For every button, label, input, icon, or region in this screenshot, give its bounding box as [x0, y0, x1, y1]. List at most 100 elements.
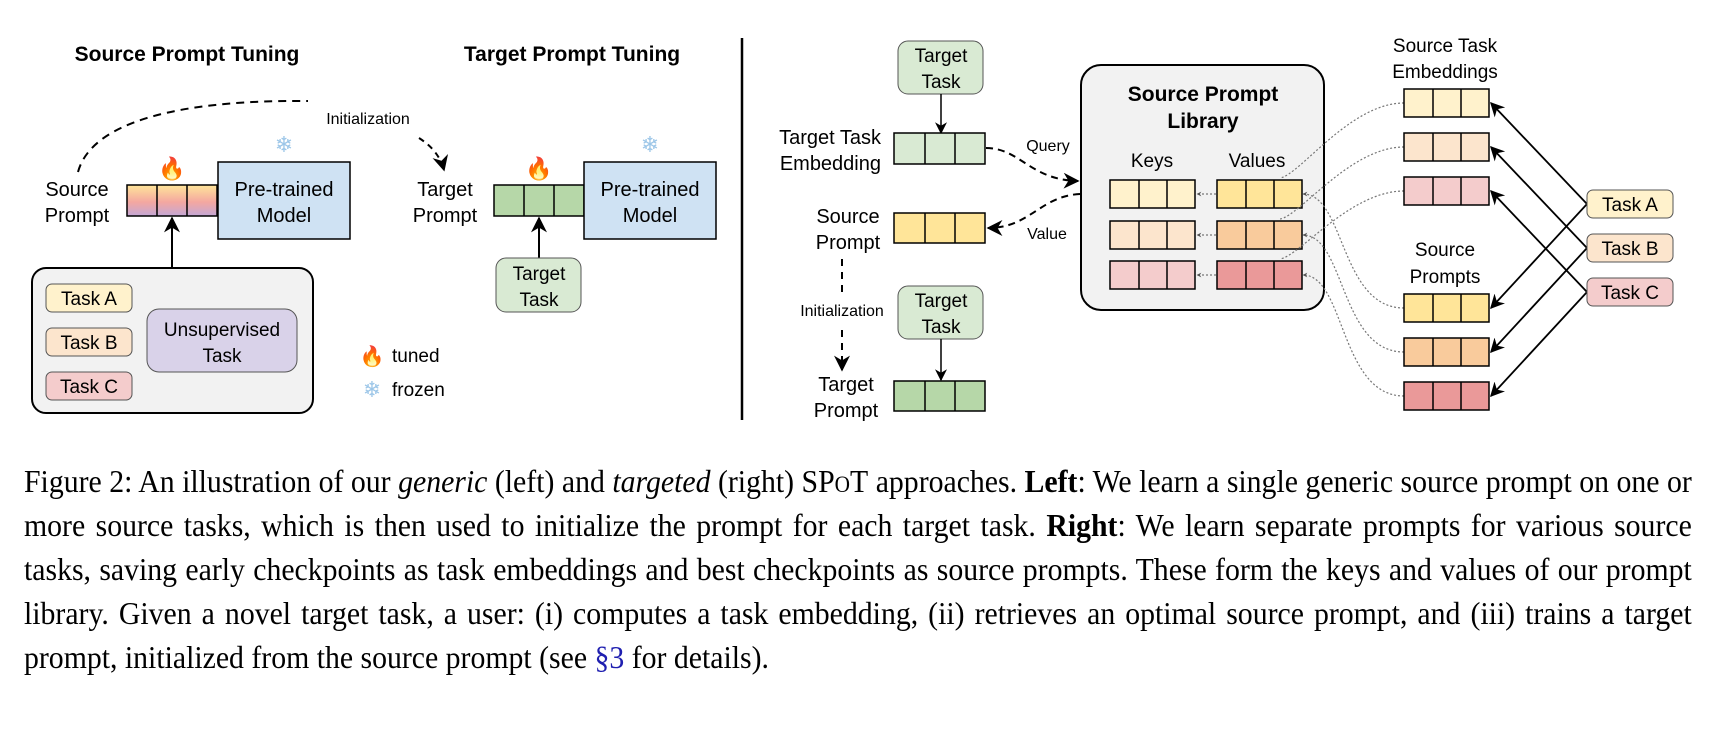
library-key-a	[1109, 179, 1196, 209]
right-target-prompt-vector	[893, 380, 986, 412]
embedding-to-key-connector-b	[1279, 146, 1405, 220]
source-prompts-label-2: Prompts	[1410, 267, 1481, 288]
source-task-embedding-c	[1403, 176, 1490, 206]
caption-left-text: : We learn a single generic source promp…	[24, 463, 1692, 543]
caption-mid1: (left) and	[487, 463, 613, 499]
source-task-embedding-b	[1403, 132, 1490, 162]
right-target-task-bottom: Target Task	[897, 285, 984, 340]
unsupervised-task-chip: Unsupervised Task	[146, 308, 298, 373]
target-pretrained-model-label-2: Model	[623, 205, 677, 227]
embedding-to-key-connector-a	[1279, 102, 1405, 179]
caption-right-text: : We learn separate prompts for various …	[24, 507, 1692, 675]
source-task-embedding-a	[1403, 88, 1490, 118]
source-prompt-tuning-title: Source Prompt Tuning	[75, 43, 300, 66]
right-source-prompt-label-1: Source	[816, 206, 879, 228]
task-c-chip: Task C	[45, 371, 133, 401]
value-label: Value	[1027, 226, 1067, 243]
target-prompt-label-2: Prompt	[413, 205, 478, 227]
right-task-a-chip: Task A	[1586, 189, 1674, 219]
target-pretrained-model-box	[583, 161, 717, 240]
caption-targeted: targeted	[612, 463, 711, 499]
right-target-prompt-label-1: Target	[818, 374, 874, 396]
right-initialization-label: Initialization	[800, 303, 884, 320]
pretrained-model-label-1: Pre-trained	[235, 179, 334, 201]
task-a-to-embedding-arrow	[1490, 101, 1588, 205]
target-task-chip: Target Task	[495, 257, 582, 313]
caption-mid3: approaches.	[868, 463, 1025, 499]
right-task-c-label: Task C	[1601, 283, 1659, 304]
source-prompt-vector	[126, 184, 218, 217]
target-task-label-2: Task	[519, 290, 559, 311]
target-task-embedding-vector	[893, 132, 986, 165]
caption-generic: generic	[398, 463, 488, 499]
task-c-to-embedding-arrow	[1490, 189, 1588, 293]
unsupervised-task-label-1: Unsupervised	[164, 320, 280, 341]
right-target-task-bottom-label-2: Task	[921, 317, 961, 338]
library-title-2: Library	[1167, 110, 1239, 133]
legend-fire-icon: 🔥	[360, 344, 385, 368]
library-key-c	[1109, 260, 1196, 290]
initialization-label: Initialization	[326, 111, 410, 128]
right-source-prompt-label-2: Prompt	[816, 232, 881, 254]
target-fire-icon: 🔥	[525, 156, 552, 181]
pretrained-model-box	[217, 161, 351, 240]
unsupervised-task-label-2: Task	[202, 346, 242, 367]
task-a-chip: Task A	[45, 283, 133, 313]
library-value-a	[1216, 179, 1303, 209]
right-task-b-chip: Task B	[1586, 233, 1674, 263]
target-snowflake-icon: ❄	[641, 132, 659, 157]
caption-spot: SPoT	[801, 463, 869, 499]
caption-prefix: Figure 2: An illustration of our	[24, 463, 399, 499]
query-label: Query	[1026, 138, 1070, 155]
task-a-label: Task A	[61, 289, 117, 310]
right-task-b-label: Task B	[1601, 239, 1658, 260]
source-prompt-label-1: Source	[45, 179, 108, 201]
target-pretrained-model-label-1: Pre-trained	[601, 179, 700, 201]
target-prompt-label-1: Target	[417, 179, 473, 201]
library-title-1: Source Prompt	[1128, 83, 1279, 106]
source-prompts-label-1: Source	[1415, 240, 1475, 261]
right-task-c-chip: Task C	[1586, 277, 1674, 307]
task-b-chip: Task B	[45, 327, 133, 357]
figure-caption: Figure 2: An illustration of our generic…	[24, 459, 1692, 679]
task-b-to-embedding-arrow	[1490, 145, 1588, 249]
library-key-b	[1109, 220, 1196, 250]
prompt-to-value-connector-b	[1302, 232, 1405, 353]
keys-label: Keys	[1131, 151, 1173, 172]
library-value-b	[1216, 220, 1303, 250]
right-target-prompt-label-2: Prompt	[814, 400, 879, 422]
legend-snowflake-icon: ❄	[363, 377, 381, 402]
legend-tuned-label: tuned	[392, 346, 440, 367]
source-prompt-b	[1403, 337, 1490, 367]
fire-icon: 🔥	[158, 156, 185, 181]
snowflake-icon: ❄	[275, 132, 293, 157]
caption-suffix: for details).	[624, 639, 769, 675]
caption-mid2: (right)	[710, 463, 802, 499]
source-task-embeddings-label-1: Source Task	[1393, 36, 1498, 57]
task-c-label: Task C	[60, 377, 118, 398]
task-a-to-prompt-arrow	[1490, 203, 1588, 310]
legend-frozen-label: frozen	[392, 380, 445, 401]
section-reference-link[interactable]: §3	[594, 639, 625, 675]
right-task-a-label: Task A	[1602, 195, 1658, 216]
figure-diagram: Source Prompt Tuning Target Prompt Tunin…	[31, 36, 1674, 422]
caption-left-bold: Left	[1024, 463, 1078, 499]
prompt-to-value-connector-a	[1302, 191, 1405, 309]
target-prompt-vector	[493, 184, 585, 217]
right-target-task-top-label-2: Task	[921, 72, 961, 93]
right-target-task-bottom-label-1: Target	[915, 291, 969, 312]
pretrained-model-label-2: Model	[257, 205, 311, 227]
task-c-to-prompt-arrow	[1490, 291, 1588, 398]
caption-right-bold: Right	[1046, 507, 1118, 543]
value-arrow	[986, 193, 1081, 236]
retrieved-source-prompt-vector	[893, 212, 986, 244]
query-arrow	[985, 147, 1080, 189]
source-prompt-c	[1403, 381, 1490, 411]
values-label: Values	[1229, 151, 1286, 172]
task-b-to-prompt-arrow	[1490, 247, 1588, 354]
right-target-task-top-label-1: Target	[915, 46, 969, 67]
initialization-arrow-end	[418, 137, 449, 172]
target-prompt-tuning-title: Target Prompt Tuning	[464, 43, 680, 66]
target-task-label-1: Target	[513, 264, 567, 285]
right-target-task-top: Target Task	[897, 40, 984, 95]
